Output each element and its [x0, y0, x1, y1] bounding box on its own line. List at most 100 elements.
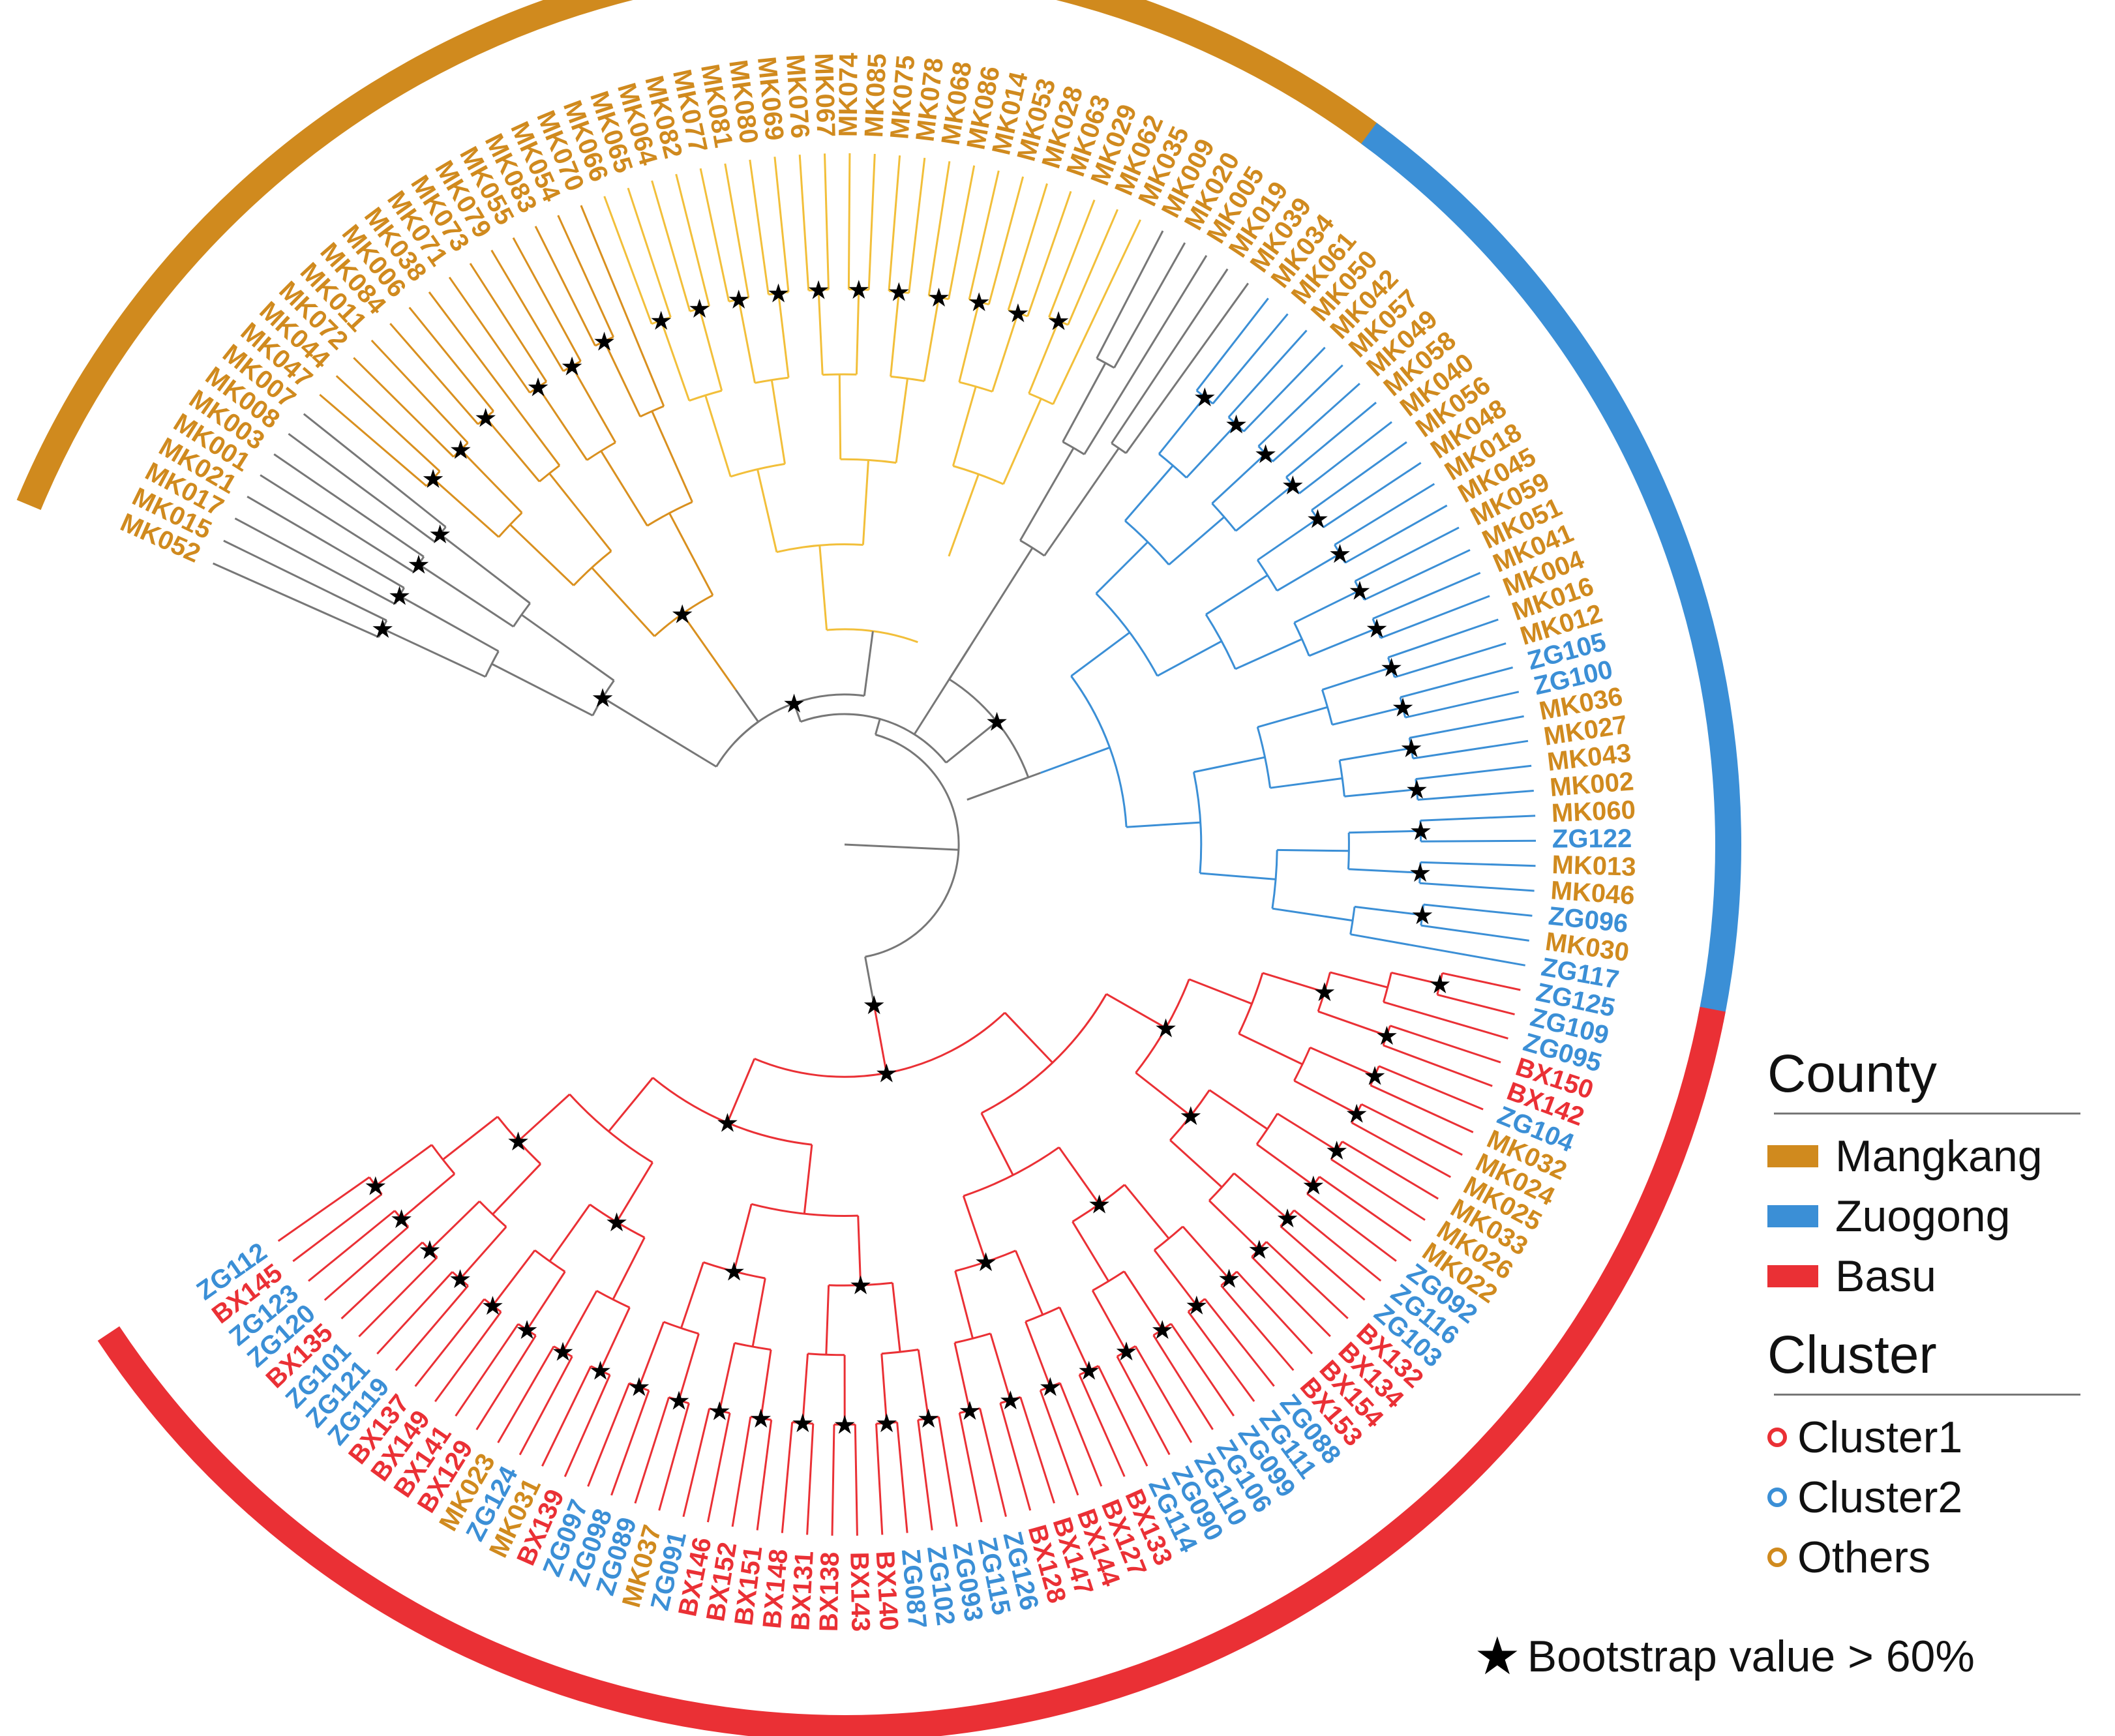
branch-arc — [1227, 416, 1245, 432]
branch — [1235, 638, 1303, 670]
branch-arc — [563, 360, 582, 372]
branch-arc — [590, 1365, 610, 1376]
branch — [1124, 464, 1174, 522]
bootstrap-star: ★ — [593, 327, 616, 357]
branch — [434, 1311, 502, 1402]
branch — [370, 339, 469, 444]
branch — [1227, 329, 1308, 418]
branch-arc — [1079, 1365, 1099, 1376]
branch — [534, 226, 596, 346]
branch — [492, 1250, 536, 1306]
branch — [1339, 747, 1412, 762]
branch-arc — [1040, 1382, 1060, 1392]
bootstrap-star: ★ — [807, 276, 830, 306]
branch — [854, 1424, 858, 1536]
bootstrap-star: ★ — [605, 1208, 629, 1238]
branch — [991, 312, 1019, 392]
branch — [1058, 1383, 1103, 1487]
branch-arc — [1334, 544, 1346, 563]
branch — [888, 155, 901, 292]
branch — [927, 161, 951, 296]
branch — [1265, 1241, 1349, 1319]
branch-arc — [498, 512, 523, 538]
branch — [335, 375, 441, 472]
branch — [862, 460, 869, 545]
branch — [376, 1271, 453, 1355]
branch — [817, 290, 824, 375]
branch — [517, 1093, 571, 1142]
branch — [699, 168, 730, 302]
bootstrap-star: ★ — [862, 991, 886, 1021]
branch — [873, 1004, 888, 1073]
county-legend-title: County — [1767, 1044, 1937, 1103]
branch — [414, 1298, 485, 1387]
bootstrap-star: ★ — [650, 306, 673, 336]
bootstrap-star: ★ — [1115, 1337, 1138, 1367]
branch — [485, 417, 541, 483]
branch-arc — [1321, 689, 1334, 725]
branch-arc — [1220, 1270, 1238, 1287]
branch — [1169, 1139, 1223, 1188]
bootstrap-star: ★ — [833, 1410, 856, 1440]
branch — [497, 1345, 555, 1443]
leaf-label: BX138 — [815, 1551, 845, 1632]
branch — [1349, 830, 1421, 834]
branch — [1156, 640, 1222, 677]
branch — [892, 1282, 901, 1353]
bootstrap-star: ★ — [767, 279, 790, 309]
branch — [292, 1193, 383, 1263]
legend: County Mangkang Zuogong Basu Cluster Clu… — [1767, 1043, 2107, 1587]
bootstrap-star: ★ — [1428, 970, 1452, 1000]
branch — [398, 595, 500, 652]
branch — [1342, 1141, 1439, 1200]
branch-arc — [1257, 445, 1274, 462]
branch — [1014, 1250, 1044, 1315]
bootstrap-star: ★ — [1409, 858, 1432, 888]
branch — [958, 301, 980, 383]
branch — [557, 215, 614, 338]
branch — [1158, 396, 1206, 455]
branch — [1124, 1184, 1170, 1240]
branch — [509, 524, 575, 586]
bootstrap-star: ★ — [1077, 1356, 1101, 1386]
branch — [490, 249, 565, 372]
bootstrap-star: ★ — [428, 520, 452, 550]
branch-arc — [1280, 1209, 1295, 1227]
branch — [571, 365, 617, 443]
branch — [1182, 1225, 1230, 1280]
branch — [1058, 1146, 1100, 1205]
bootstrap-star: ★ — [1391, 693, 1415, 723]
bootstrap-star: ★ — [515, 1315, 539, 1345]
branch — [395, 1285, 469, 1371]
branch — [323, 1226, 410, 1301]
branch — [1293, 1079, 1357, 1115]
branch — [1257, 706, 1328, 728]
branch — [1170, 1323, 1235, 1416]
bootstrap-star: ★ — [1411, 901, 1434, 931]
bootstrap-star: ★ — [917, 1404, 940, 1434]
branch — [1211, 453, 1267, 505]
branch — [1070, 631, 1131, 677]
branch — [448, 277, 531, 394]
branch — [1125, 282, 1250, 454]
branch — [428, 1201, 481, 1251]
branch — [273, 453, 425, 558]
branch — [867, 153, 876, 290]
branch — [806, 1424, 815, 1535]
bootstrap-star: ★ — [967, 288, 991, 318]
legend-label: Mangkang — [1835, 1131, 2043, 1181]
branch-arc — [715, 721, 759, 768]
branch — [358, 1256, 438, 1338]
branch — [1413, 740, 1529, 760]
bootstrap-star: ★ — [670, 599, 694, 629]
branch — [374, 1144, 432, 1187]
branch-arc — [826, 628, 918, 644]
branch — [777, 293, 790, 378]
branch — [1420, 815, 1536, 822]
branch — [432, 477, 500, 538]
bootstrap-star: ★ — [875, 1409, 899, 1439]
branch — [678, 1333, 700, 1401]
branch — [658, 1403, 690, 1511]
branch — [1306, 1193, 1397, 1262]
